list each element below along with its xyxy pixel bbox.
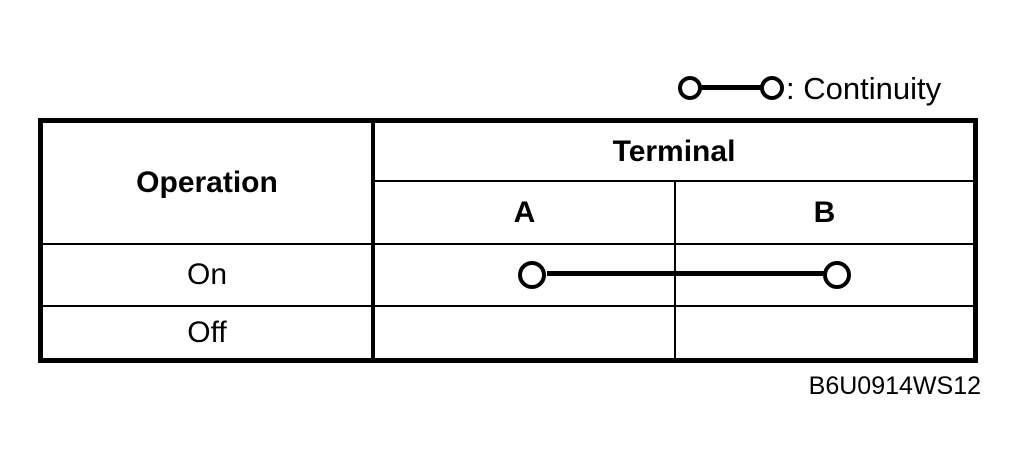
table-row-off-terminal-b-cell [676,307,973,358]
legend-connection-line [700,85,762,90]
operation-value-on: On [186,258,228,291]
continuity-connection-line [547,271,824,276]
table-row-on-operation-cell: On [43,245,371,305]
legend-label: : Continuity [786,70,942,106]
continuity-symbol-icon [672,75,784,101]
legend-terminal-circle-right [760,76,784,100]
divider-header-body [43,243,973,245]
header-label-terminal: Terminal [612,134,736,168]
header-cell-terminal: Terminal [375,123,973,180]
divider-terminal-a-b [674,180,676,358]
legend-terminal-circle-left [678,76,702,100]
legend: : Continuity [672,64,941,112]
terminal-circle-b-icon [823,261,851,289]
header-cell-operation: Operation [43,123,371,243]
header-label-terminal-b: B [813,195,836,229]
terminal-circle-a-icon [518,261,546,289]
document-reference-code: B6U0914WS12 [808,372,981,400]
operation-value-off: Off [187,315,227,349]
divider-row-on-off [43,305,973,307]
header-cell-terminal-b: B [676,182,973,243]
divider-operation-terminal [371,123,375,358]
table-row-off-operation-cell: Off [43,307,371,358]
table-row-on-continuity-cell [375,245,973,305]
header-cell-terminal-a: A [375,182,674,243]
terminal-continuity-table: Operation Terminal A B On Off [38,118,978,363]
table-row-off-terminal-a-cell [375,307,674,358]
header-label-operation: Operation [136,166,278,199]
header-label-terminal-a: A [513,195,536,229]
